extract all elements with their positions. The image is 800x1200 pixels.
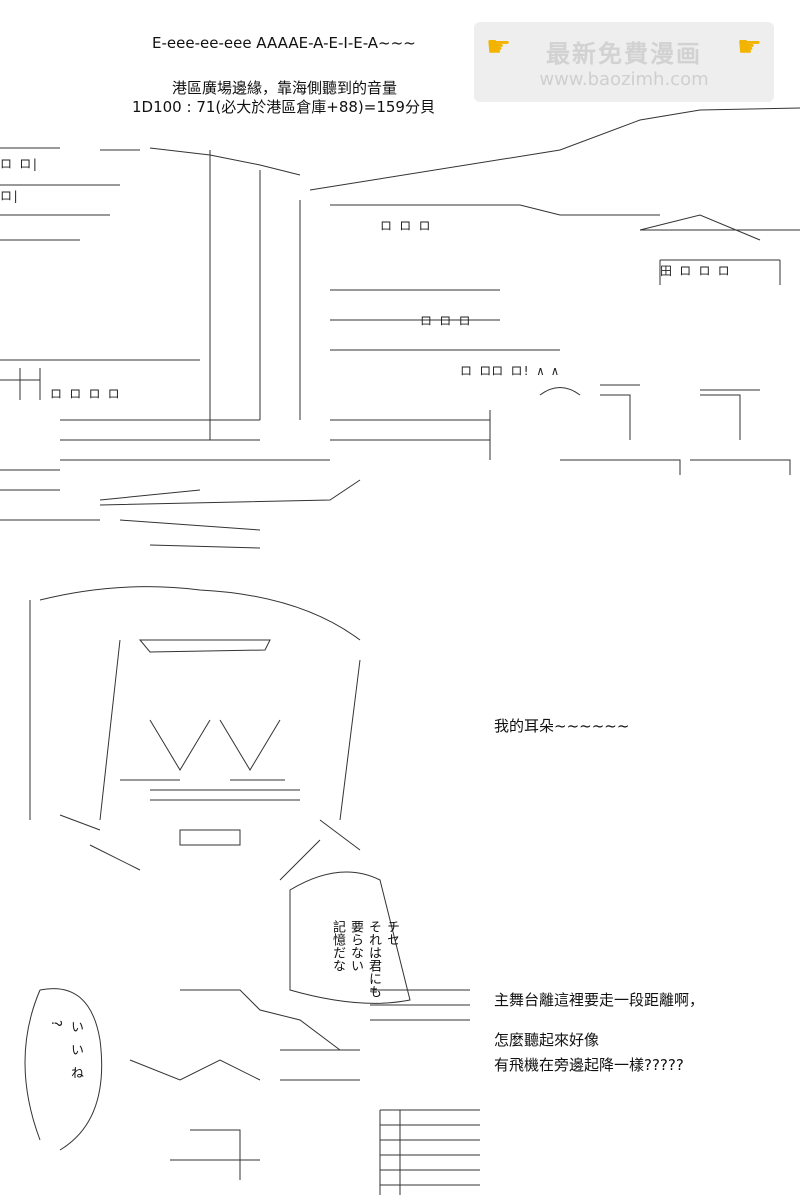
- neck-collar: [89, 839, 321, 881]
- aa-fragment: ロ|: [0, 189, 19, 203]
- bubble-line: 要らない: [348, 920, 363, 972]
- dialogue-plane: 有飛機在旁邊起降一樣?????: [494, 1056, 684, 1074]
- boat-3: [690, 459, 791, 475]
- blush: [150, 789, 300, 801]
- watermark-banner: ☛ 最新免費漫画 www.baozimh.com ☛: [474, 22, 774, 102]
- right-roof: [639, 214, 800, 241]
- bubble-line: 記憶だな: [330, 920, 345, 972]
- figure-back: [180, 989, 341, 1051]
- boat-2: [560, 394, 741, 475]
- dialogue-sounds-like: 怎麼聽起來好像: [494, 1031, 600, 1049]
- shore-line: [99, 479, 361, 506]
- stair-rails: [370, 989, 470, 1021]
- mouth: [179, 829, 241, 846]
- aa-fragment: ロ ロ ロ: [380, 219, 430, 233]
- header-line-3: 1D100 : 71(必大於港區倉庫+88)=159分貝: [132, 98, 435, 116]
- pointing-hand-icon: ☛: [736, 30, 762, 63]
- dock-buildings: [330, 289, 560, 351]
- bubble-line: それは君にも: [366, 920, 381, 998]
- ridge-line: [309, 107, 800, 191]
- bubble-line: いいね: [68, 1020, 83, 1089]
- dialogue-ears: 我的耳朵~~~~~~: [494, 717, 630, 735]
- aa-fragment: ロ ロロ ロ! ∧ ∧: [460, 364, 559, 378]
- left-bubble: [24, 988, 103, 1151]
- bubble-line: チセ: [384, 920, 399, 946]
- eyes: [149, 719, 281, 771]
- watermark-title: 最新免費漫画: [546, 40, 702, 68]
- stairs: [380, 1109, 480, 1186]
- left-building-lines: [0, 184, 120, 241]
- header-line-2: 港區廣場邊緣，靠海側聽到的音量: [172, 79, 398, 97]
- face-sides: [99, 639, 361, 821]
- speech-bubble-right: チセ それは君にも 要らない 記憶だな: [300, 920, 400, 1000]
- water-left: [0, 469, 201, 521]
- pier-structure: [330, 410, 491, 460]
- aa-fragment: ロ ロ|: [0, 157, 38, 171]
- bubble-line: ?: [48, 1020, 63, 1027]
- pier-lines: [60, 419, 330, 461]
- figure-arm: [129, 1059, 261, 1081]
- figure-legs: [170, 1129, 260, 1180]
- watermark-url: www.baozimh.com: [539, 69, 709, 90]
- ribbon-lines: [280, 1049, 360, 1081]
- header-line-1: E-eee-ee-eee AAAAE-A-E-I-E-A~~~: [152, 34, 416, 52]
- hair-band: [138, 639, 271, 653]
- right-building: [659, 259, 781, 285]
- shoulders: [59, 814, 361, 851]
- boat-1: [539, 387, 631, 440]
- tower-lines: [209, 150, 301, 440]
- warehouse-door: [19, 368, 41, 400]
- right-bubble: [289, 871, 411, 1004]
- speech-bubble-left: いいね ?: [45, 1020, 85, 1089]
- flag-lines: [600, 384, 760, 391]
- water-ripples: [119, 519, 261, 549]
- aa-fragment: ロ ロ ロ ロ: [50, 387, 120, 401]
- dialogue-stage-far: 主舞台離這裡要走一段距離啊，: [494, 991, 705, 1009]
- aa-fragment: ロ ロ ロ: [420, 314, 470, 328]
- pointing-hand-icon: ☛: [486, 30, 512, 63]
- building-row: [330, 204, 660, 216]
- aa-fragment: 田 ロ ロ ロ: [660, 264, 730, 278]
- skyline-roofs: [0, 147, 301, 176]
- hair-outline: [29, 586, 361, 820]
- stair-posts: [379, 1110, 401, 1195]
- left-warehouse: [0, 359, 200, 381]
